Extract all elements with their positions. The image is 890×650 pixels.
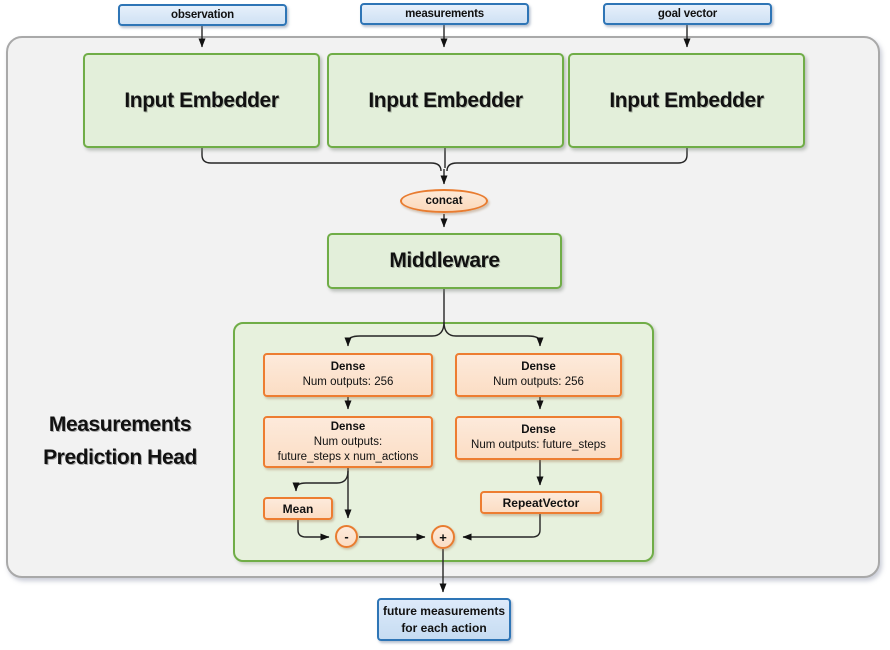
- middleware-label: Middleware: [389, 249, 500, 272]
- dense-left-1-title: Dense: [330, 361, 366, 373]
- dense-right-1-outputs: Num outputs: 256: [493, 376, 584, 388]
- dense-right-2-title: Dense: [521, 424, 556, 436]
- subtract-node: -: [335, 525, 358, 548]
- measurements-label: measurements: [405, 8, 484, 20]
- input-embedder-3: Input Embedder: [568, 53, 805, 148]
- input-box-goal-vector: goal vector: [603, 3, 772, 25]
- head-title-line1: Measurements: [48, 413, 192, 436]
- goal-vector-label: goal vector: [657, 8, 718, 20]
- head-title-line2: Prediction Head: [43, 446, 197, 469]
- dense-left-2-title: Dense: [330, 420, 366, 433]
- plus-sign: +: [439, 529, 447, 545]
- output-box: future measurements for each action: [377, 598, 511, 641]
- mean-box: Mean: [263, 497, 333, 520]
- input-embedder-1: Input Embedder: [83, 53, 320, 148]
- mean-label: Mean: [282, 501, 314, 516]
- input-box-measurements: measurements: [360, 3, 529, 25]
- input-embedder-2: Input Embedder: [327, 53, 564, 148]
- add-node: +: [431, 525, 455, 549]
- dense-right-2: Dense Num outputs: future_steps: [455, 416, 622, 460]
- dense-left-2-outputs: Num outputs:: [313, 435, 383, 448]
- input-box-observation: observation: [118, 4, 287, 26]
- input-embedder-3-label: Input Embedder: [609, 88, 764, 112]
- input-embedder-2-label: Input Embedder: [368, 88, 523, 112]
- dense-right-1: Dense Num outputs: 256: [455, 353, 622, 397]
- concat-node: concat: [400, 189, 488, 213]
- concat-label: concat: [425, 195, 463, 207]
- dense-left-1-outputs: Num outputs: 256: [302, 376, 394, 388]
- head-title: Measurements Prediction Head: [14, 408, 226, 474]
- output-label-line1: future measurements: [382, 603, 506, 618]
- output-label-line2: for each action: [401, 620, 487, 635]
- dense-right-1-title: Dense: [521, 361, 556, 373]
- repeat-vector-box: RepeatVector: [480, 491, 602, 514]
- input-embedder-1-label: Input Embedder: [124, 88, 279, 112]
- dense-left-2: Dense Num outputs: future_steps x num_ac…: [263, 416, 433, 468]
- minus-sign: -: [344, 529, 349, 544]
- dense-left-1: Dense Num outputs: 256: [263, 353, 433, 397]
- dense-right-2-outputs: Num outputs: future_steps: [471, 439, 606, 451]
- middleware-box: Middleware: [327, 233, 562, 289]
- dense-left-2-outputs-detail: future_steps x num_actions: [277, 450, 419, 463]
- observation-label: observation: [171, 9, 234, 21]
- repeat-vector-label: RepeatVector: [502, 495, 580, 510]
